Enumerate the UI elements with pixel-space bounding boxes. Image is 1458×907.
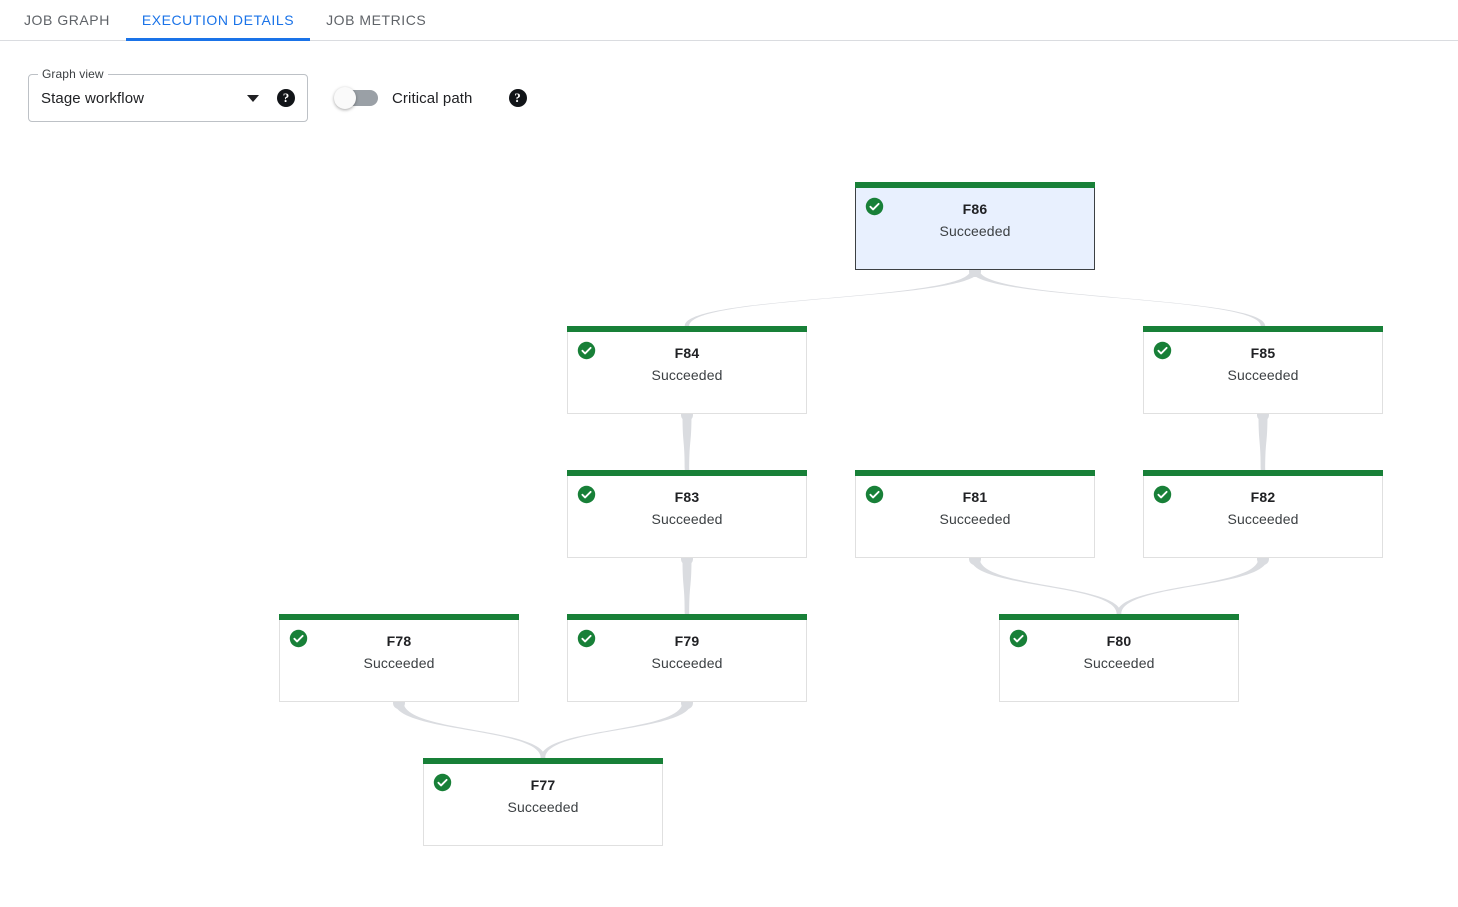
check-circle-icon [577,485,596,504]
graph-view-value: Stage workflow [41,89,145,107]
check-circle-icon [1153,341,1172,360]
node-status: Succeeded [507,799,579,815]
controls-bar: Graph view Stage workflow ? Critical pat… [0,41,1458,133]
node-name: F81 [962,489,988,505]
node-status-bar [855,470,1095,476]
node-status: Succeeded [939,223,1011,239]
node-name: F83 [674,489,700,505]
check-circle-icon [577,629,596,648]
node-status: Succeeded [651,367,723,383]
chevron-down-icon[interactable] [247,94,259,102]
tab-execution-details[interactable]: EXECUTION DETAILS [125,0,311,41]
node-name: F82 [1250,489,1276,505]
graph-edge-f83-to-f79 [682,558,692,614]
graph-edge-f78-to-f77 [394,702,546,758]
tab-job-metrics[interactable]: JOB METRICS [310,0,442,40]
node-status: Succeeded [1227,367,1299,383]
node-status-bar [999,614,1239,620]
node-name: F77 [530,777,556,793]
graph-view-select[interactable]: Graph view Stage workflow ? [28,67,308,122]
graph-edge-f85-to-f82 [1258,414,1268,470]
graph-edge-f84-to-f83 [682,414,692,470]
tab-bar: JOB GRAPH EXECUTION DETAILS JOB METRICS [0,0,1458,41]
tab-label: JOB GRAPH [24,12,110,28]
node-status-bar [1143,470,1383,476]
node-status-bar [279,614,519,620]
node-name: F86 [962,201,988,217]
check-circle-icon [1153,485,1172,504]
tab-job-graph[interactable]: JOB GRAPH [8,0,126,40]
node-status-bar [1143,326,1383,332]
node-status-bar [567,326,807,332]
graph-edge-f86-to-f84 [684,270,980,326]
check-circle-icon [865,197,884,216]
critical-path-label: Critical path [392,89,473,107]
node-name: F79 [674,633,700,649]
node-status: Succeeded [651,511,723,527]
graph-edge-f81-to-f80 [970,558,1122,614]
check-circle-icon [577,341,596,360]
check-circle-icon [865,485,884,504]
node-status-bar [567,470,807,476]
node-status-bar [567,614,807,620]
check-circle-icon [289,629,308,648]
toggle-knob [334,87,356,109]
node-name: F80 [1106,633,1132,649]
help-icon-critical-path[interactable]: ? [508,89,527,107]
node-status-bar [855,182,1095,188]
node-status: Succeeded [651,655,723,671]
critical-path-group: Critical path ? [334,74,527,122]
check-circle-icon [1009,629,1028,648]
tab-label: JOB METRICS [326,12,427,28]
node-name: F85 [1250,345,1276,361]
graph-edge-f86-to-f85 [970,270,1266,326]
node-name: F78 [386,633,412,649]
node-status: Succeeded [363,655,435,671]
graph-view-label: Graph view [38,67,108,81]
help-icon-graph-view[interactable]: ? [277,89,295,107]
graph-edge-f79-to-f77 [540,702,692,758]
node-name: F84 [674,345,700,361]
check-circle-icon [433,773,452,792]
node-status: Succeeded [1083,655,1155,671]
node-status-bar [423,758,663,764]
node-status: Succeeded [1227,511,1299,527]
node-status: Succeeded [939,511,1011,527]
tab-label: EXECUTION DETAILS [141,12,295,28]
critical-path-toggle[interactable] [334,87,378,109]
graph-edge-f82-to-f80 [1116,558,1268,614]
